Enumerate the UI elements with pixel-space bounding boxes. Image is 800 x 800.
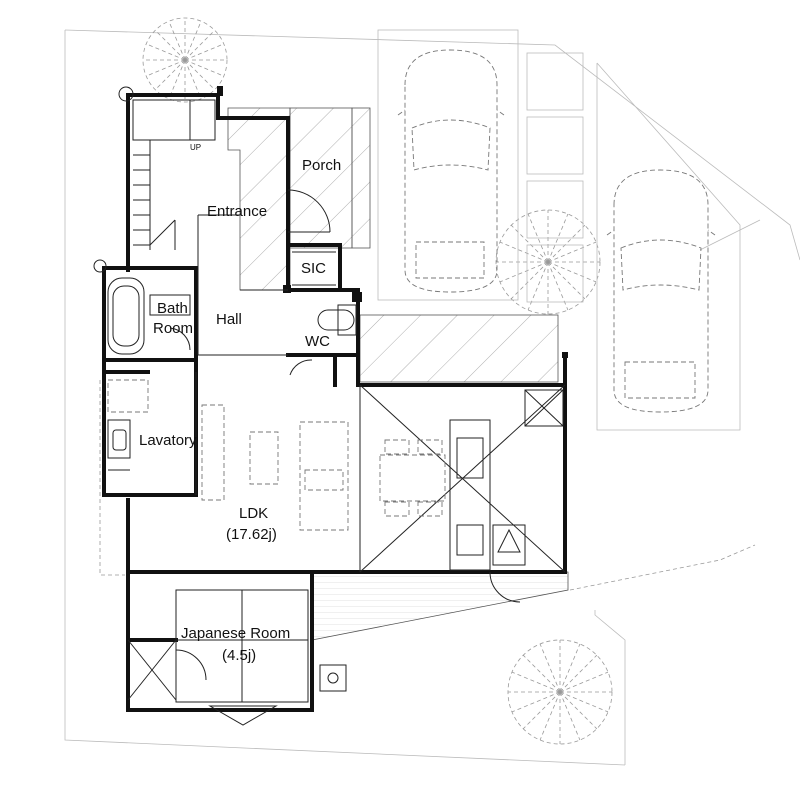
interior-lines bbox=[107, 99, 566, 726]
tree-ray bbox=[146, 59, 186, 77]
tree-ray bbox=[184, 59, 215, 90]
tree-ray bbox=[155, 59, 186, 90]
tree-ray bbox=[559, 654, 598, 693]
wood-deck bbox=[311, 571, 569, 700]
tree-ray bbox=[510, 224, 549, 263]
lavatory-label: Lavatory bbox=[139, 432, 197, 449]
tree-ray bbox=[539, 691, 561, 741]
sic-label: SIC bbox=[301, 260, 326, 277]
tree-ray bbox=[146, 43, 186, 61]
tree-ray bbox=[559, 643, 581, 693]
bath-label-line2: Room bbox=[153, 320, 193, 337]
tree-ray bbox=[155, 30, 186, 61]
tree-ray bbox=[547, 241, 597, 263]
tree-ray bbox=[527, 213, 549, 263]
tree-ray bbox=[547, 213, 569, 263]
porch-label: Porch bbox=[302, 157, 341, 174]
tree-ray bbox=[499, 261, 549, 283]
ldk-size-label: (17.62j) bbox=[226, 526, 277, 543]
tree-middle bbox=[495, 209, 601, 315]
tree-ray bbox=[522, 691, 561, 730]
site-boundary bbox=[64, 29, 800, 766]
car-2 bbox=[606, 169, 716, 413]
tree-ray bbox=[511, 691, 561, 713]
tree-ray bbox=[559, 691, 581, 741]
tree-ray bbox=[511, 671, 561, 693]
japanese-room-label: Japanese Room bbox=[181, 625, 290, 642]
tree-ray bbox=[184, 59, 202, 99]
tree-ray bbox=[547, 224, 586, 263]
tree-ray bbox=[510, 261, 549, 300]
tree-ray bbox=[184, 21, 202, 61]
column-marker-icon bbox=[93, 259, 107, 273]
wc-label: WC bbox=[305, 333, 330, 350]
tree-ray bbox=[547, 261, 597, 283]
tree-ray bbox=[547, 261, 569, 311]
tree-ray bbox=[168, 21, 186, 61]
stair-up-label: UP bbox=[190, 143, 201, 152]
bath-label-line1: Bath bbox=[157, 300, 188, 317]
car-1 bbox=[397, 49, 505, 293]
tree-ray bbox=[547, 261, 586, 300]
tree-ray bbox=[559, 691, 609, 713]
tree-top-left bbox=[142, 17, 228, 103]
parking-area bbox=[377, 29, 741, 431]
tree-ray bbox=[522, 654, 561, 693]
japanese-room-size-label: (4.5j) bbox=[222, 647, 256, 664]
tree-ray bbox=[539, 643, 561, 693]
column-marker-icon bbox=[118, 86, 134, 102]
room-labels: Porch Entrance SIC Bath Room Hall WC Lav… bbox=[139, 143, 341, 664]
tree-ray bbox=[168, 59, 186, 99]
tree-bottom-right bbox=[507, 639, 613, 745]
walls bbox=[102, 86, 568, 712]
tree-ray bbox=[527, 261, 549, 311]
tree-ray bbox=[184, 59, 224, 77]
tree-ray bbox=[499, 241, 549, 263]
hall-label: Hall bbox=[216, 311, 242, 328]
tree-ray bbox=[559, 691, 598, 730]
entrance-label: Entrance bbox=[207, 203, 267, 220]
tree-ray bbox=[184, 43, 224, 61]
tree-ray bbox=[559, 671, 609, 693]
hatched-areas bbox=[227, 107, 559, 383]
ldk-label: LDK bbox=[239, 505, 268, 522]
tree-ray bbox=[184, 30, 215, 61]
